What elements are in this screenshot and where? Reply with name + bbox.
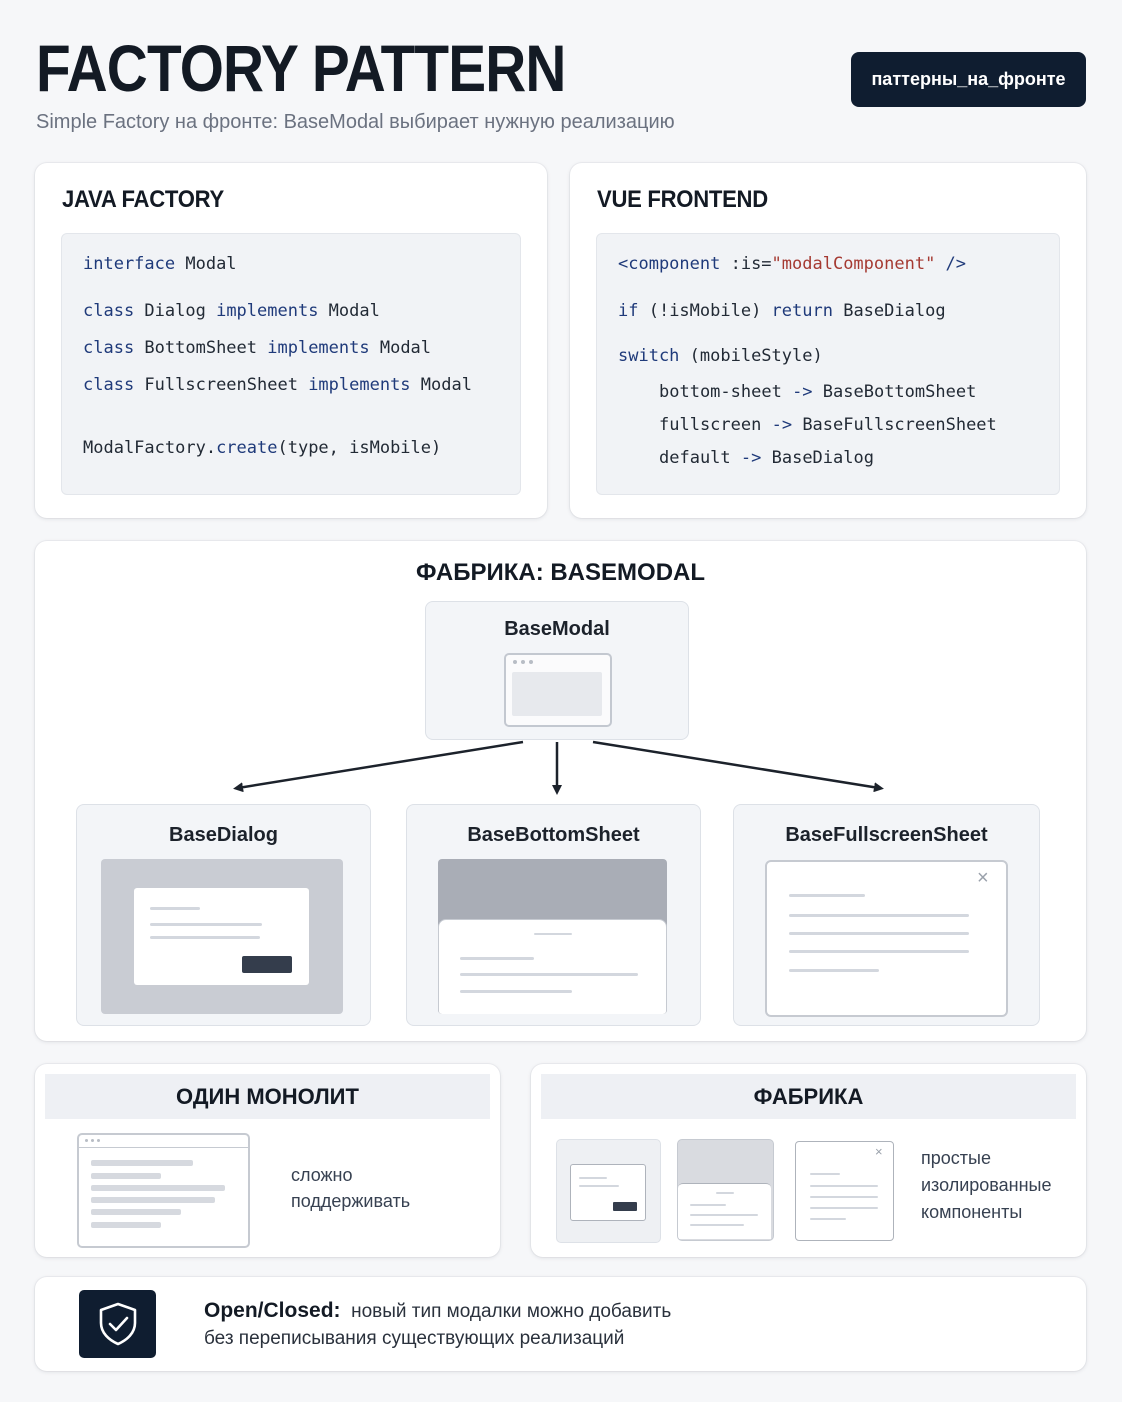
base-bottom-sheet-label: BaseBottomSheet [467, 824, 640, 846]
dialog-illustration [101, 859, 343, 1014]
modal-window-icon [504, 653, 612, 727]
close-icon: × [875, 1144, 883, 1159]
code-line: interface Modal [83, 254, 237, 274]
fullscreen-sheet-illustration: × [765, 860, 1008, 1017]
vue-frontend-heading: VUE FRONTEND [597, 186, 768, 213]
base-bottom-sheet-node: BaseBottomSheet [406, 804, 701, 1026]
page-title: FACTORY PATTERN [36, 31, 566, 105]
principle-card: Open/Closed: новый тип модалки можно доб… [35, 1277, 1086, 1371]
arrow-to-dialog [233, 740, 524, 793]
code-line: if (!isMobile) return BaseDialog [618, 301, 946, 321]
base-dialog-node: BaseDialog [76, 804, 371, 1026]
factory-heading: ФАБРИКА: BASEMODAL [415, 559, 706, 586]
monolith-illustration [77, 1133, 250, 1248]
close-icon: × [977, 867, 989, 889]
base-dialog-label: BaseDialog [169, 824, 278, 846]
code-line: ModalFactory.create(type, isMobile) [83, 438, 442, 458]
base-modal-label: BaseModal [504, 618, 610, 640]
principle-line1: новый тип модалки можно добавить [351, 1301, 672, 1322]
factory-diagram-card: ФАБРИКА: BASEMODAL BaseModal BaseDialog [35, 541, 1086, 1041]
topic-tag: паттерны_на_фронте [851, 52, 1086, 107]
base-fullscreen-sheet-node: BaseFullscreenSheet × [733, 804, 1040, 1026]
java-factory-card: JAVA FACTORY interface Modal class Dialo… [35, 163, 547, 518]
factory-compare-text-line3: компоненты [921, 1202, 1023, 1222]
principle-text: Open/Closed: новый тип модалки можно доб… [204, 1297, 671, 1352]
java-code-block: interface Modal class Dialog implements … [61, 233, 521, 495]
factory-compare-text-line1: простые [921, 1148, 991, 1168]
code-line: fullscreen -> BaseFullscreenSheet [659, 415, 997, 435]
mini-dialog-illustration [556, 1139, 661, 1243]
code-line: bottom-sheet -> BaseBottomSheet [659, 382, 977, 402]
factory-compare-text: простые изолированные компоненты [921, 1145, 1052, 1226]
code-line: switch (mobileStyle) [618, 346, 823, 366]
java-factory-heading: JAVA FACTORY [62, 186, 224, 213]
code-line: class Dialog implements Modal [83, 301, 380, 321]
principle-label: Open/Closed: [204, 1299, 341, 1322]
vue-frontend-card: VUE FRONTEND <component :is="modalCompon… [570, 163, 1086, 518]
factory-compare-text-line2: изолированные [921, 1175, 1052, 1195]
factory-compare-heading: ФАБРИКА [541, 1074, 1076, 1119]
principle-line2: без переписывания существующих реализаци… [204, 1328, 625, 1349]
factory-arrows [233, 740, 884, 795]
monolith-text-line2: поддерживать [291, 1191, 411, 1211]
code-line: class FullscreenSheet implements Modal [83, 375, 472, 395]
mini-fullscreen-illustration: × [795, 1141, 894, 1241]
monolith-text: сложно поддерживать [291, 1162, 410, 1214]
monolith-heading: ОДИН МОНОЛИТ [45, 1074, 490, 1119]
vue-code-block: <component :is="modalComponent" /> if (!… [596, 233, 1060, 495]
shield-check-icon [79, 1290, 156, 1358]
code-line: class BottomSheet implements Modal [83, 338, 432, 358]
base-fullscreen-sheet-label: BaseFullscreenSheet [785, 824, 988, 846]
code-line: default -> BaseDialog [659, 448, 874, 468]
bottom-sheet-illustration [438, 859, 667, 1014]
base-modal-node: BaseModal [425, 601, 689, 740]
factory-compare-card: ФАБРИКА × простые изолированные компонен… [531, 1064, 1086, 1257]
arrow-to-fullscreen-sheet [592, 740, 884, 793]
monolith-card: ОДИН МОНОЛИТ сложно поддерживать [35, 1064, 500, 1257]
mini-bottom-sheet-illustration [677, 1139, 774, 1241]
code-line: <component :is="modalComponent" /> [618, 254, 967, 274]
monolith-text-line1: сложно [291, 1165, 353, 1185]
page-subtitle: Simple Factory на фронте: BaseModal выби… [36, 111, 675, 133]
